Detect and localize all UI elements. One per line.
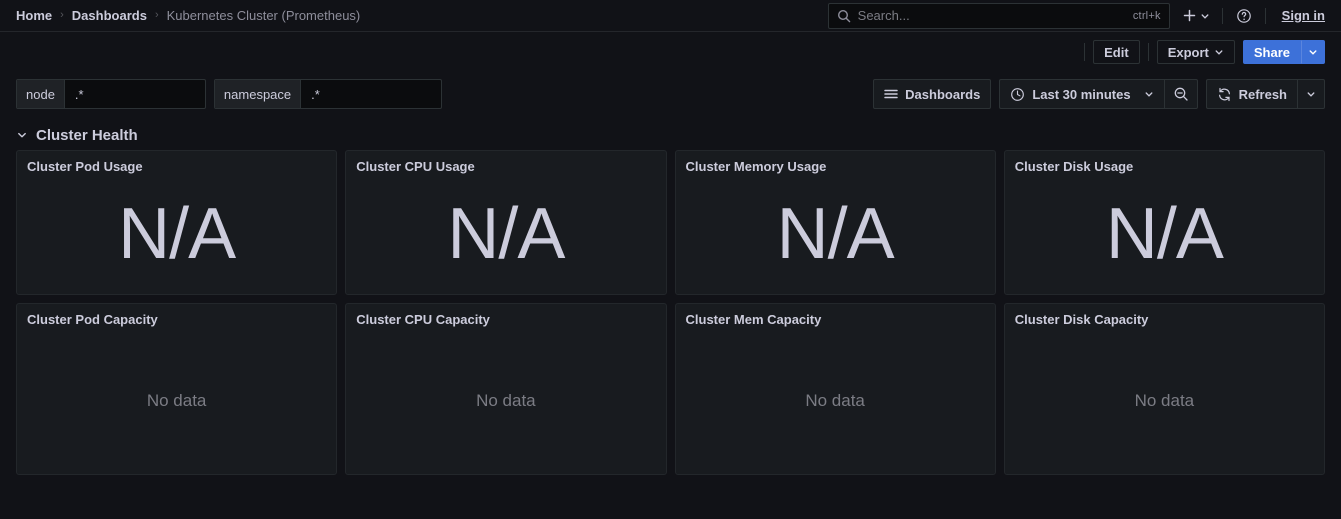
chevron-down-icon [1144, 89, 1154, 99]
panel-body: No data [676, 328, 995, 474]
time-controls: Dashboards Last 30 minutes [873, 79, 1325, 109]
top-navigation-actions: Search... ctrl+k [827, 2, 1333, 29]
dashboard-sub-bar: node .* namespace .* Dashboards [0, 72, 1341, 116]
panel-body: No data [17, 328, 336, 474]
refresh-button[interactable]: Refresh [1205, 79, 1297, 109]
dashboard-action-bar: Edit Export Share [0, 32, 1341, 72]
panel-cluster-pod-usage[interactable]: Cluster Pod Usage N/A [16, 150, 338, 295]
panel-title: Cluster Disk Usage [1014, 159, 1134, 174]
no-data-message: No data [476, 390, 536, 410]
refresh-icon [1217, 87, 1232, 102]
refresh-interval-dropdown[interactable] [1297, 79, 1325, 109]
dashboards-button[interactable]: Dashboards [873, 79, 992, 109]
row-title: Cluster Health [36, 126, 138, 144]
variable-namespace-input[interactable]: .* [311, 86, 320, 102]
panel-title: Cluster Pod Usage [27, 159, 143, 174]
panel-grid: Cluster Pod Usage N/A Cluster CPU Usage … [0, 150, 1341, 475]
panel-title: Cluster Memory Usage [685, 159, 827, 174]
plus-icon [1182, 8, 1197, 23]
panel-title: Cluster CPU Capacity [356, 312, 490, 327]
zoom-out-icon [1173, 86, 1189, 102]
panel-cluster-pod-capacity[interactable]: Cluster Pod Capacity No data [16, 303, 338, 475]
breadcrumb-item-home[interactable]: Home [16, 8, 53, 23]
row-header-cluster-health[interactable]: Cluster Health [0, 120, 1341, 150]
no-data-message: No data [1134, 390, 1195, 410]
dashboards-button-label: Dashboards [905, 86, 981, 102]
panel-body: N/A [1005, 175, 1324, 294]
refresh-button-label: Refresh [1238, 86, 1287, 102]
panel-body: No data [1005, 328, 1324, 474]
sign-in-link[interactable]: Sign in [1281, 8, 1325, 23]
panel-cluster-cpu-usage[interactable]: Cluster CPU Usage N/A [345, 150, 667, 295]
time-range-group: Last 30 minutes [999, 79, 1198, 109]
chevron-down-icon [1200, 11, 1210, 21]
add-button[interactable] [1178, 3, 1214, 29]
stat-value: N/A [447, 194, 565, 275]
action-divider [1147, 43, 1149, 61]
hamburger-icon [884, 88, 898, 100]
breadcrumb-separator-icon: › [60, 9, 64, 21]
search-icon [837, 9, 851, 23]
help-circle-icon [1236, 8, 1252, 24]
variable-node-label: node [17, 80, 65, 108]
export-label: Export [1167, 44, 1209, 60]
time-range-picker[interactable]: Last 30 minutes [999, 79, 1164, 109]
search-shortcut-hint: ctrl+k [1132, 9, 1161, 22]
stat-value: N/A [118, 194, 236, 275]
panel-row-usage: Cluster Pod Usage N/A Cluster CPU Usage … [16, 150, 1325, 295]
time-range-label: Last 30 minutes [1032, 86, 1131, 102]
top-navigation-bar: Home › Dashboards › Kubernetes Cluster (… [0, 0, 1341, 32]
panel-cluster-disk-usage[interactable]: Cluster Disk Usage N/A [1003, 150, 1325, 295]
chevron-down-icon [1306, 89, 1316, 99]
panel-row-capacity: Cluster Pod Capacity No data Cluster CPU… [16, 303, 1325, 475]
clock-icon [1010, 87, 1025, 102]
panel-body: N/A [17, 175, 336, 294]
variable-node[interactable]: node .* [16, 79, 206, 109]
export-button[interactable]: Export [1156, 40, 1235, 64]
help-button[interactable] [1231, 3, 1257, 29]
stat-value: N/A [1105, 194, 1224, 275]
variable-namespace-label: namespace [214, 80, 302, 108]
panel-title: Cluster Pod Capacity [27, 312, 158, 327]
share-button[interactable]: Share [1242, 40, 1301, 64]
nav-divider [1264, 7, 1266, 24]
breadcrumb: Home › Dashboards › Kubernetes Cluster (… [16, 8, 360, 23]
panel-title: Cluster Disk Capacity [1014, 312, 1149, 327]
variable-namespace[interactable]: namespace .* [213, 79, 443, 109]
panel-body: No data [346, 328, 665, 474]
panel-cluster-disk-capacity[interactable]: Cluster Disk Capacity No data [1003, 303, 1325, 475]
panel-body: N/A [676, 175, 995, 294]
chevron-down-icon [1214, 47, 1224, 57]
breadcrumb-item-current: Kubernetes Cluster (Prometheus) [166, 8, 361, 23]
refresh-group: Refresh [1205, 79, 1325, 109]
zoom-out-button[interactable] [1163, 79, 1198, 109]
panel-title: Cluster Mem Capacity [685, 312, 822, 327]
chevron-down-icon [1308, 47, 1318, 57]
breadcrumb-separator-icon: › [154, 9, 159, 21]
variable-node-input[interactable]: .* [74, 86, 84, 102]
edit-button[interactable]: Edit [1093, 40, 1140, 64]
breadcrumb-item-dashboards[interactable]: Dashboards [71, 8, 147, 23]
no-data-message: No data [805, 390, 865, 410]
stat-value: N/A [776, 194, 895, 275]
panel-title: Cluster CPU Usage [356, 159, 475, 174]
panel-body: N/A [346, 175, 665, 294]
action-divider [1084, 43, 1086, 61]
search-placeholder: Search... [857, 8, 910, 23]
search-input[interactable]: Search... ctrl+k [827, 2, 1170, 29]
panel-cluster-memory-usage[interactable]: Cluster Memory Usage N/A [674, 150, 996, 295]
share-dropdown-button[interactable] [1301, 40, 1325, 64]
nav-divider [1221, 7, 1223, 24]
panel-cluster-cpu-capacity[interactable]: Cluster CPU Capacity No data [345, 303, 667, 475]
panel-cluster-mem-capacity[interactable]: Cluster Mem Capacity No data [674, 303, 996, 475]
chevron-down-icon [16, 129, 28, 141]
no-data-message: No data [146, 390, 207, 410]
